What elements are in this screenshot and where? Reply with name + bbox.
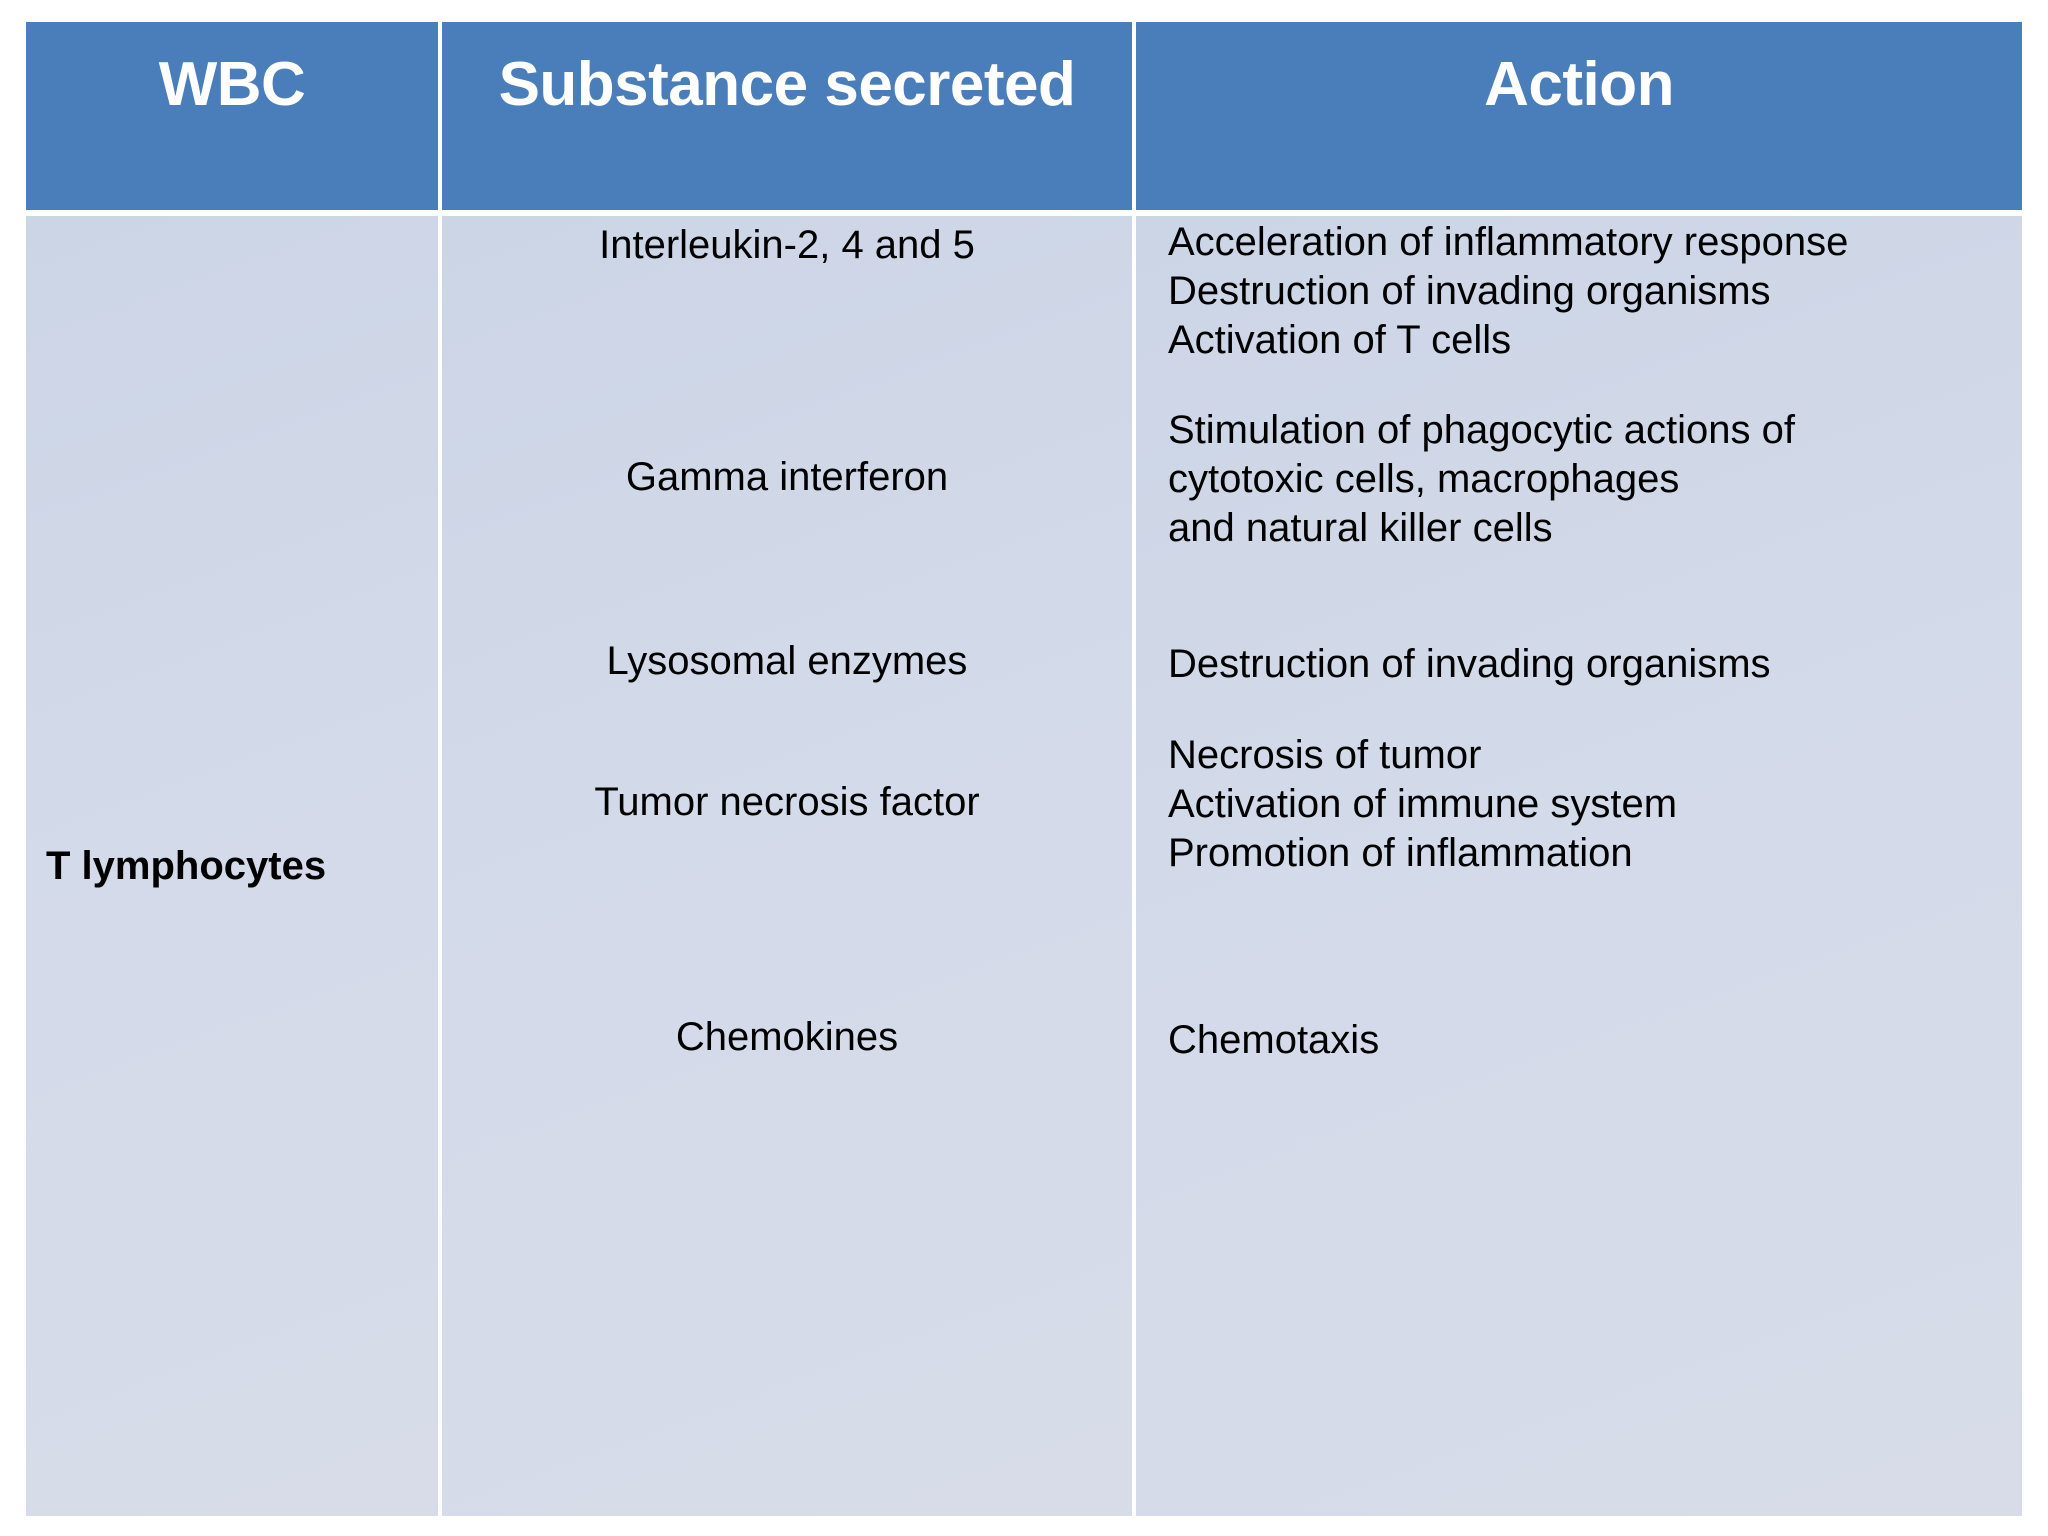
action-line: Promotion of inflammation	[1168, 830, 1633, 875]
table-header-row: WBC Substance secreted Action	[26, 22, 2022, 210]
header-wbc: WBC	[26, 22, 438, 210]
action-group-4: Chemotaxis	[1168, 1016, 2012, 1065]
table-body: T lymphocytes Interleukin-2, 4 and 5 Gam…	[26, 216, 2022, 1516]
substance-item-0: Interleukin-2, 4 and 5	[599, 223, 975, 267]
action-line: cytotoxic cells, macrophages	[1168, 456, 1680, 501]
wbc-cell-label: T lymphocytes	[46, 844, 327, 888]
action-line: Activation of T cells	[1168, 317, 1512, 362]
action-line: Necrosis of tumor	[1168, 733, 1482, 777]
substance-cell: Interleukin-2, 4 and 5 Gamma interferon …	[442, 216, 1132, 1516]
action-group-3: Necrosis of tumor Activation of immune s…	[1168, 731, 2012, 877]
header-action: Action	[1136, 22, 2022, 210]
action-line: Activation of immune system	[1168, 781, 1678, 826]
header-substance-secreted: Substance secreted	[442, 22, 1132, 210]
wbc-table: WBC Substance secreted Action T lymphocy…	[26, 22, 2022, 1516]
action-group-1: Stimulation of phagocytic actions of cyt…	[1168, 406, 2012, 552]
action-line: Destruction of invading organisms	[1168, 642, 1771, 686]
wbc-cell: T lymphocytes	[26, 216, 438, 1516]
action-line: and natural killer cells	[1168, 505, 1553, 550]
action-line: Stimulation of phagocytic actions of	[1168, 408, 1796, 452]
substance-item-2: Lysosomal enzymes	[606, 639, 968, 683]
action-line: Acceleration of inflammatory response	[1168, 220, 1849, 264]
action-group-0: Acceleration of inflammatory response De…	[1168, 218, 2012, 364]
substance-item-4: Chemokines	[675, 1015, 899, 1059]
action-group-2: Destruction of invading organisms	[1168, 640, 2012, 689]
action-line: Destruction of invading organisms	[1168, 268, 1771, 313]
action-cell: Acceleration of inflammatory response De…	[1136, 216, 2022, 1516]
substance-item-1: Gamma interferon	[625, 455, 949, 499]
action-line: Chemotaxis	[1168, 1018, 1380, 1062]
substance-item-3: Tumor necrosis factor	[594, 780, 980, 824]
